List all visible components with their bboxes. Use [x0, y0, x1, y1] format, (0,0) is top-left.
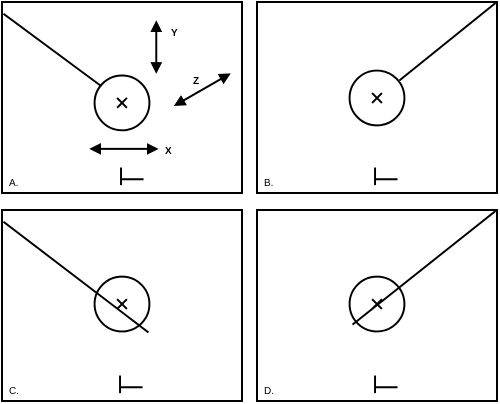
wire-line — [3, 12, 103, 88]
panel-a: Y Z X A. — [1, 1, 243, 194]
panel-b-drawing — [348, 3, 496, 186]
panel-b-label: B. — [264, 178, 274, 189]
target-circle — [93, 74, 151, 132]
scale-marker — [374, 167, 398, 186]
center-cross — [116, 298, 128, 310]
panel-d-label: D. — [264, 386, 274, 397]
panel-c-label: C. — [9, 386, 19, 397]
target-circle — [348, 69, 406, 127]
center-cross — [116, 97, 128, 109]
wire-line — [3, 220, 150, 334]
panel-d-drawing — [348, 211, 496, 394]
panel-d: D. — [256, 209, 498, 402]
panel-c-drawing — [3, 220, 151, 394]
center-cross — [371, 298, 383, 310]
center-cross — [371, 92, 383, 104]
panel-a-drawing — [3, 12, 231, 186]
y-axis-label: Y — [171, 28, 178, 39]
z-axis-label: Z — [193, 76, 200, 87]
panel-a-label: A. — [9, 178, 19, 189]
x-axis-label: X — [165, 146, 172, 157]
target-circle — [93, 275, 151, 333]
panel-b: B. — [256, 1, 498, 194]
wire-line — [398, 3, 496, 82]
panel-c: C. — [1, 209, 243, 402]
z-axis-arrow — [173, 73, 231, 107]
scale-marker — [120, 167, 144, 186]
scale-marker — [119, 375, 143, 394]
scale-marker — [374, 375, 398, 394]
target-circle — [348, 275, 406, 333]
